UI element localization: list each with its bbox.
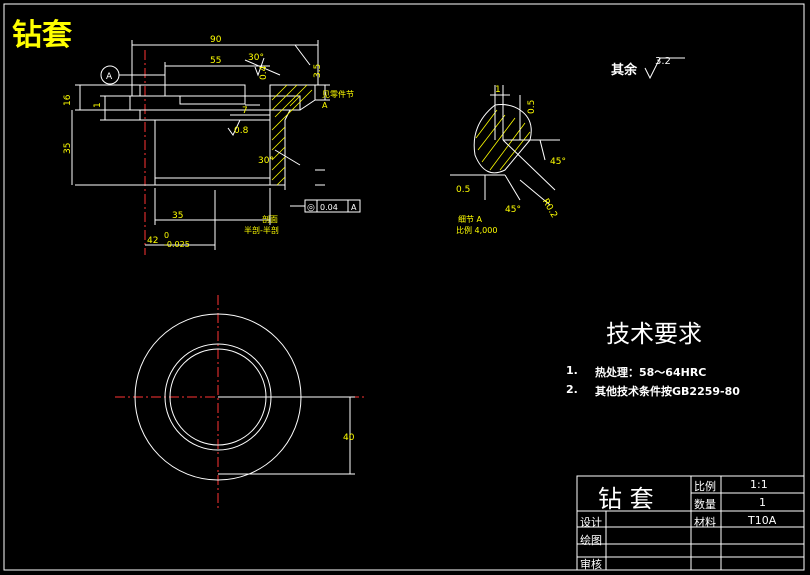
detail-dim-45-right: 45° (550, 157, 566, 167)
note-top-right: 见零件节 (322, 89, 354, 99)
tol-datum: A (351, 203, 357, 212)
section-label: 剖面 (262, 214, 278, 224)
bottom-dim-40: 40 (343, 433, 355, 443)
scale-value: 1:1 (750, 478, 768, 491)
detail-dim-05-left: 0.5 (456, 185, 470, 195)
dim-3-5: 3.5 (313, 64, 323, 78)
requirements-title: 技术要求 (606, 320, 702, 348)
note-top-right-ref: A (322, 101, 328, 110)
tol-value: 0.04 (320, 203, 338, 212)
requirement-num-1: 1. (566, 364, 578, 377)
dim-7: 7 (242, 106, 248, 116)
requirement-text-2: 其他技术条件按GB2259-80 (595, 385, 740, 398)
detail-dim-45-bottom: 45° (505, 205, 521, 215)
datum-a: A (106, 72, 113, 82)
dim-35-bottom: 35 (172, 211, 183, 221)
design-label: 设计 (580, 516, 602, 529)
detail-view (450, 85, 560, 206)
detail-dim-r02: R0.2 (540, 197, 559, 220)
dim-55: 55 (210, 56, 221, 66)
draw-label: 绘图 (580, 534, 602, 547)
dim-42: 42 (147, 236, 158, 246)
dim-30b: 30° (258, 156, 274, 166)
requirement-text-1: 热处理：58～64HRC (595, 366, 707, 379)
dim-35-left: 35 (63, 143, 73, 154)
section-sub: 半剖-半剖 (244, 225, 279, 235)
material-label: 材料 (694, 516, 716, 529)
dim-30a: 30° (248, 53, 264, 63)
detail-label: 细节 A (458, 214, 483, 224)
part-name: 钻 套 (598, 485, 654, 513)
dim-16: 16 (63, 94, 73, 106)
dim-0-8: 0.8 (234, 126, 249, 136)
other-roughness-value: 3.2 (655, 56, 671, 67)
scale-label: 比例 (694, 480, 716, 493)
drawing-title: 钻套 (12, 18, 72, 53)
qty-label: 数量 (694, 498, 716, 511)
qty-value: 1 (759, 496, 766, 509)
dim-0-4: 0.4 (259, 65, 269, 80)
dim-90: 90 (210, 35, 222, 45)
tol-symbol: ◎ (307, 203, 315, 213)
detail-scale: 比例 4,000 (456, 225, 497, 235)
bottom-view (115, 295, 365, 510)
material-value: T10A (748, 514, 777, 527)
dim-1: 1 (93, 102, 103, 108)
dim-42-tol-top: 0 (164, 231, 169, 240)
detail-dim-1: 1 (495, 85, 501, 95)
drawing-border (3, 3, 805, 571)
detail-dim-05-top: 0.5 (527, 100, 537, 114)
title-block (576, 475, 805, 571)
dim-42-tol-bot: -0.025 (164, 240, 190, 249)
main-view (71, 40, 361, 255)
review-label: 审核 (580, 558, 602, 571)
other-roughness-label: 其余 (611, 62, 638, 78)
requirement-num-2: 2. (566, 383, 578, 396)
